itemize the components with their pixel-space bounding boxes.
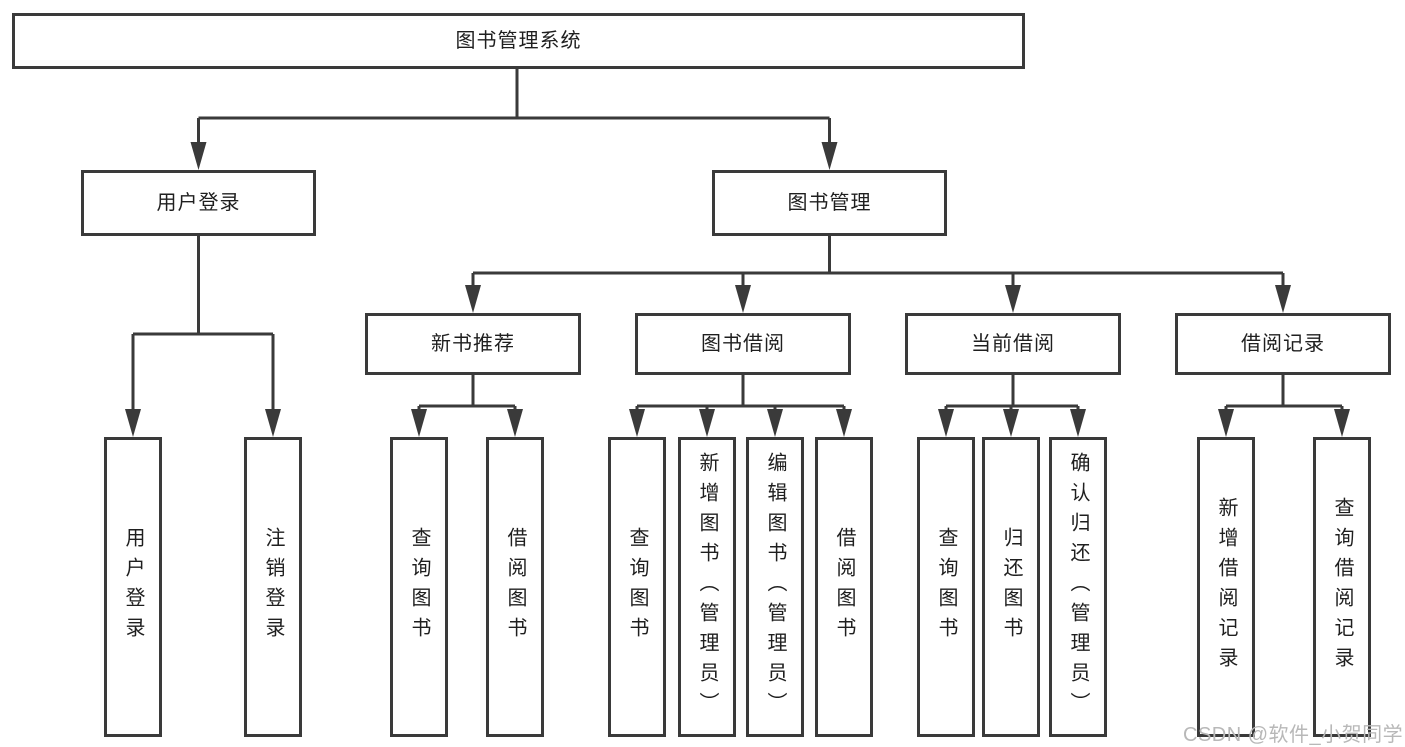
leaf-query-books-recommend: 查询图书 <box>390 437 448 737</box>
leaf-return-book: 归还图书 <box>982 437 1040 737</box>
leaf-edit-book-admin: 编辑图书（管理员） <box>746 437 804 737</box>
leaf-borrow-books-recommend: 借阅图书 <box>486 437 544 737</box>
node-borrowing-records: 借阅记录 <box>1175 313 1391 375</box>
node-current-borrowing: 当前借阅 <box>905 313 1121 375</box>
leaf-user-login: 用户登录 <box>104 437 162 737</box>
arrowheads <box>125 142 1350 437</box>
node-user-login: 用户登录 <box>81 170 316 236</box>
leaf-query-books-current: 查询图书 <box>917 437 975 737</box>
leaf-add-book-admin: 新增图书（管理员） <box>678 437 736 737</box>
leaf-confirm-return-admin: 确认归还（管理员） <box>1049 437 1107 737</box>
leaf-add-borrow-record: 新增借阅记录 <box>1197 437 1255 737</box>
leaf-query-borrow-record: 查询借阅记录 <box>1313 437 1371 737</box>
csdn-watermark: CSDN @软件_小贺同学 <box>1183 724 1404 746</box>
node-library-management-system: 图书管理系统 <box>12 13 1025 69</box>
node-book-management: 图书管理 <box>712 170 947 236</box>
leaf-borrow-books-borrowing: 借阅图书 <box>815 437 873 737</box>
node-new-book-recommendation: 新书推荐 <box>365 313 581 375</box>
node-book-borrowing: 图书借阅 <box>635 313 851 375</box>
leaf-logout: 注销登录 <box>244 437 302 737</box>
leaf-query-books-borrowing: 查询图书 <box>608 437 666 737</box>
